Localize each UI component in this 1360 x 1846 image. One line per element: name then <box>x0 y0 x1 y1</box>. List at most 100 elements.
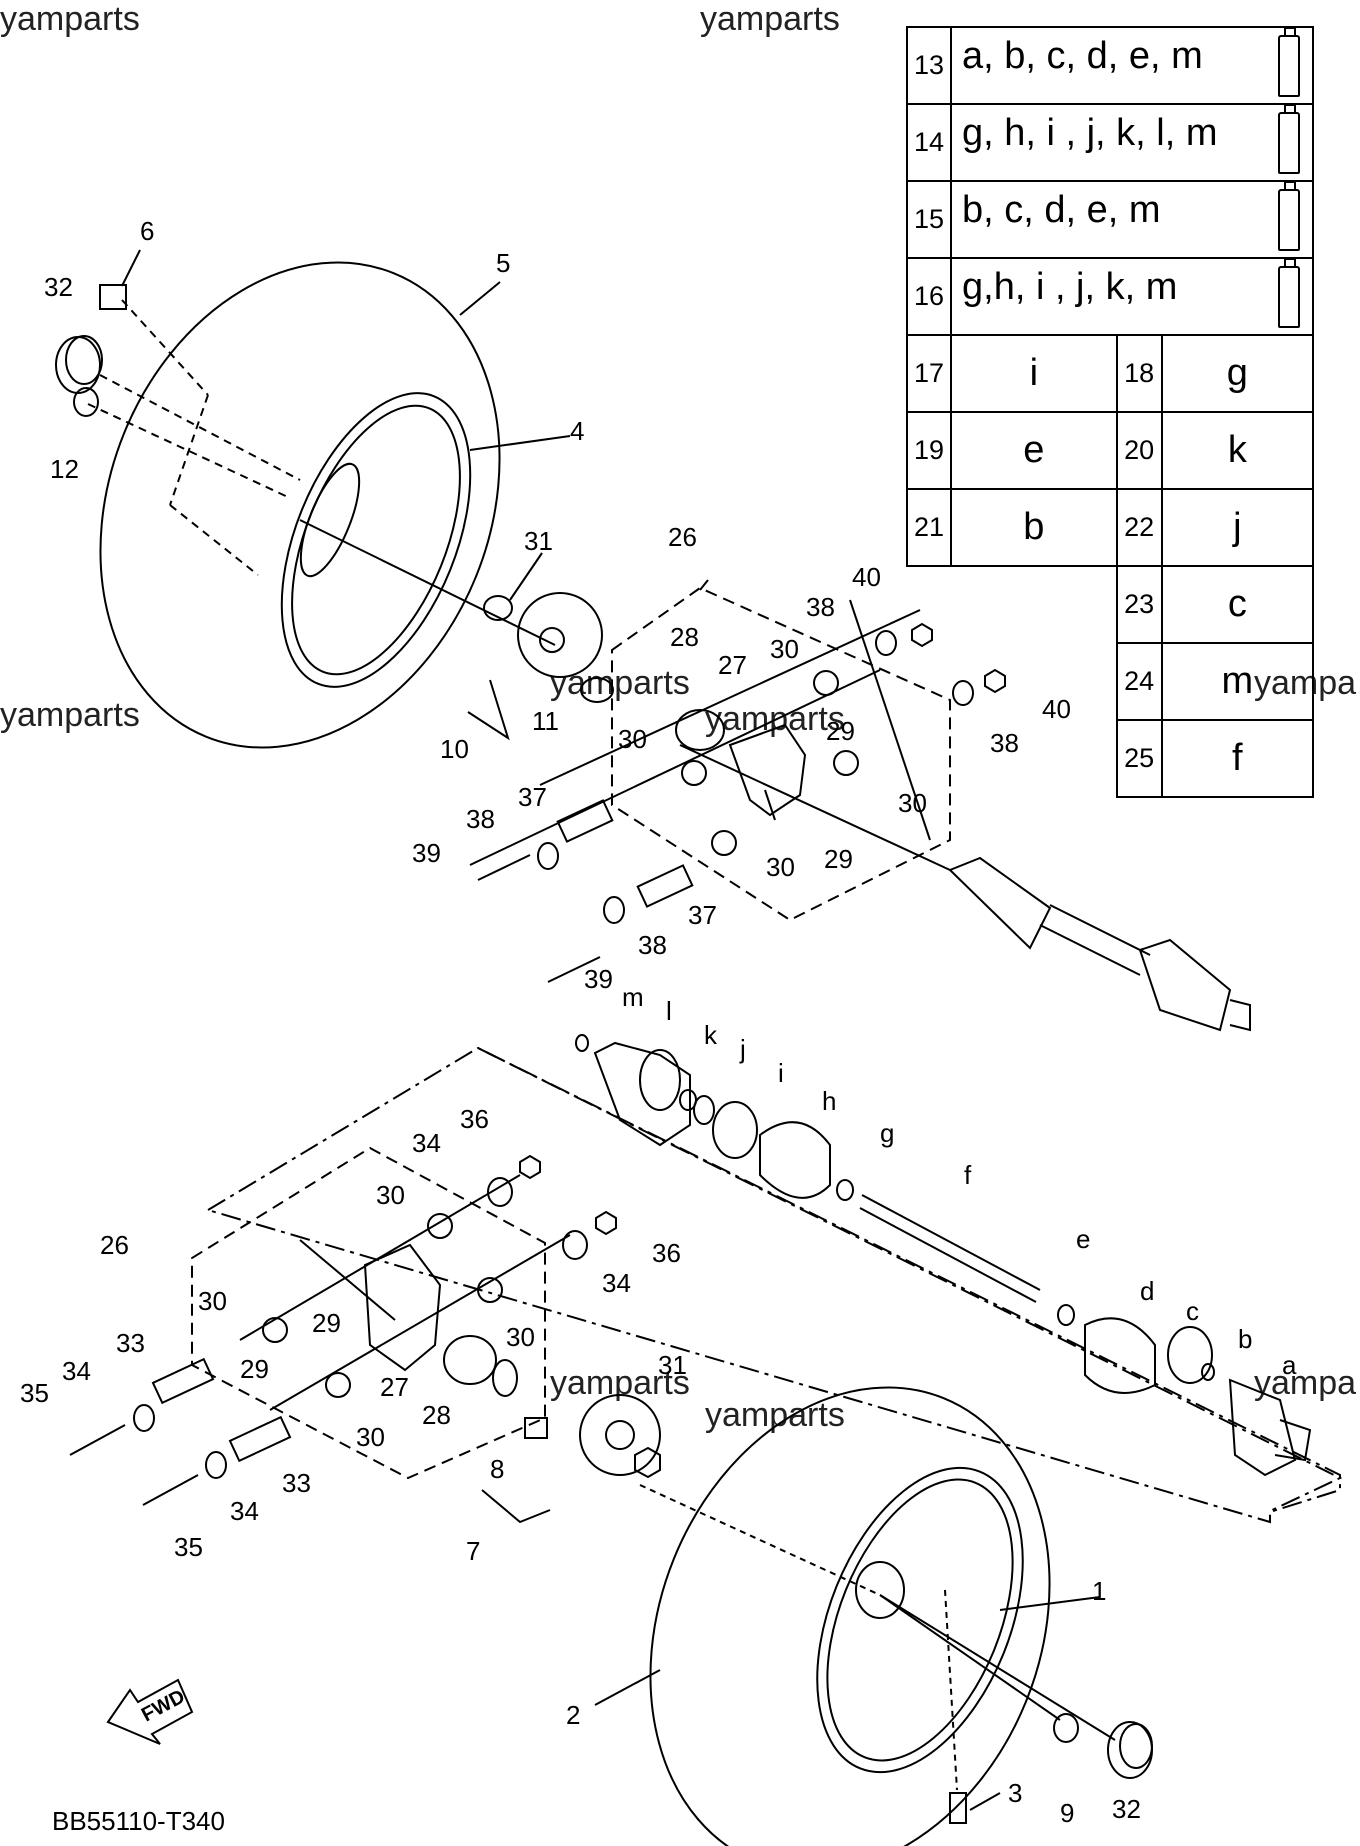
callout: 30 <box>618 724 647 754</box>
legend-number: 19 <box>906 411 952 490</box>
callout: 40 <box>852 562 881 592</box>
legend-number: 16 <box>906 257 952 336</box>
callout: d <box>1140 1276 1154 1306</box>
callout: f <box>964 1160 972 1190</box>
callout: 30 <box>506 1322 535 1352</box>
grease-tube-icon <box>1278 103 1300 174</box>
legend-number: 25 <box>1115 719 1163 798</box>
callout: 27 <box>718 650 747 680</box>
callout: 38 <box>990 728 1019 758</box>
legend-row: 14 g, h, i , j, k, l, m <box>906 103 1314 182</box>
callout: c <box>1186 1296 1199 1326</box>
legend-number: 23 <box>1115 565 1163 644</box>
watermark: yamparts <box>0 0 140 38</box>
callout: 12 <box>50 454 79 484</box>
lower-hub <box>524 1394 661 1479</box>
callout: 5 <box>496 248 510 278</box>
callout: 34 <box>602 1268 631 1298</box>
callout: 30 <box>766 852 795 882</box>
legend-value: g <box>1160 334 1315 413</box>
callout: 34 <box>230 1496 259 1526</box>
grease-tube-icon <box>1278 257 1300 328</box>
diagram-code: BB55110-T340 <box>52 1806 225 1836</box>
watermark: yamparts <box>700 0 840 38</box>
legend-value: c <box>1160 565 1315 644</box>
callout: 8 <box>490 1454 504 1484</box>
cv-joint-inner <box>575 1034 854 1201</box>
legend-number: 24 <box>1115 642 1163 721</box>
legend-value: b, c, d, e, m <box>950 180 1314 259</box>
lubrication-legend-table: 13 a, b, c, d, e, m 14 g, h, i , j, k, l… <box>906 26 1315 798</box>
legend-number: 20 <box>1115 411 1163 490</box>
callout: 9 <box>1060 1798 1074 1828</box>
callout: a <box>1282 1350 1297 1380</box>
callout: m <box>622 982 644 1012</box>
legend-value: i <box>950 334 1118 413</box>
legend-value: e <box>950 411 1118 490</box>
legend-pair-row: 24 m <box>907 642 1315 721</box>
callout: 30 <box>376 1180 405 1210</box>
legend-row: 15 b, c, d, e, m <box>906 180 1314 259</box>
callout: 29 <box>824 844 853 874</box>
legend-row: 16 g,h, i , j, k, m <box>906 257 1314 336</box>
lower-tire <box>649 1386 1051 1846</box>
callout: i <box>778 1058 784 1088</box>
legend-number: 13 <box>906 26 952 105</box>
callout: g <box>880 1118 894 1148</box>
callout: 29 <box>312 1308 341 1338</box>
callout: 31 <box>524 526 553 556</box>
callout: 4 <box>570 416 584 446</box>
legend-pair-row: 17 i 18 g <box>906 334 1315 413</box>
watermark: yamparts <box>0 696 140 734</box>
legend-pair-row: 25 f <box>907 719 1315 798</box>
callout: 30 <box>198 1286 227 1316</box>
legend-row: 13 a, b, c, d, e, m <box>906 26 1314 105</box>
callout: 37 <box>688 900 717 930</box>
callout: 7 <box>466 1536 480 1566</box>
legend-value: j <box>1160 488 1315 567</box>
callout: j <box>739 1034 746 1064</box>
legend-value: a, b, c, d, e, m <box>950 26 1314 105</box>
callout: e <box>1076 1224 1090 1254</box>
callout: 34 <box>62 1356 91 1386</box>
callout: b <box>1238 1324 1252 1354</box>
callout: 28 <box>670 622 699 652</box>
upper-tire <box>99 261 501 749</box>
callout: 29 <box>240 1354 269 1384</box>
upper-hub <box>483 592 614 703</box>
callout: 2 <box>566 1700 580 1730</box>
upper-drive-shaft <box>948 856 1251 1032</box>
callout: 26 <box>668 522 697 552</box>
callout: 11 <box>532 706 559 736</box>
callout: 27 <box>380 1372 409 1402</box>
callout: 28 <box>422 1400 451 1430</box>
callout: 35 <box>174 1532 203 1562</box>
legend-number: 21 <box>906 488 952 567</box>
callout: l <box>666 996 672 1026</box>
callout: 30 <box>356 1422 385 1452</box>
callout: 32 <box>44 272 73 302</box>
callout: 38 <box>638 930 667 960</box>
callout: 10 <box>440 734 469 764</box>
legend-value: f <box>1160 719 1315 798</box>
callout: 33 <box>282 1468 311 1498</box>
grease-tube-icon <box>1278 26 1300 97</box>
legend-value: g,h, i , j, k, m <box>950 257 1314 336</box>
upper-knuckle <box>675 709 807 821</box>
callout: 38 <box>806 592 835 622</box>
legend-number: 15 <box>906 180 952 259</box>
legend-value: g, h, i , j, k, l, m <box>950 103 1314 182</box>
callout: k <box>704 1020 718 1050</box>
callout: 39 <box>584 964 613 994</box>
callout: 36 <box>652 1238 681 1268</box>
callout: 29 <box>826 716 855 746</box>
fwd-label: FWD <box>138 1686 189 1727</box>
legend-value: k <box>1160 411 1315 490</box>
legend-pair-row: 19 e 20 k <box>906 411 1315 490</box>
legend-number: 18 <box>1115 334 1163 413</box>
callout: 6 <box>140 216 154 246</box>
fwd-arrow-icon: FWD <box>106 1678 194 1745</box>
callout: 40 <box>1042 694 1071 724</box>
legend-pair-row: 23 c <box>907 565 1315 644</box>
